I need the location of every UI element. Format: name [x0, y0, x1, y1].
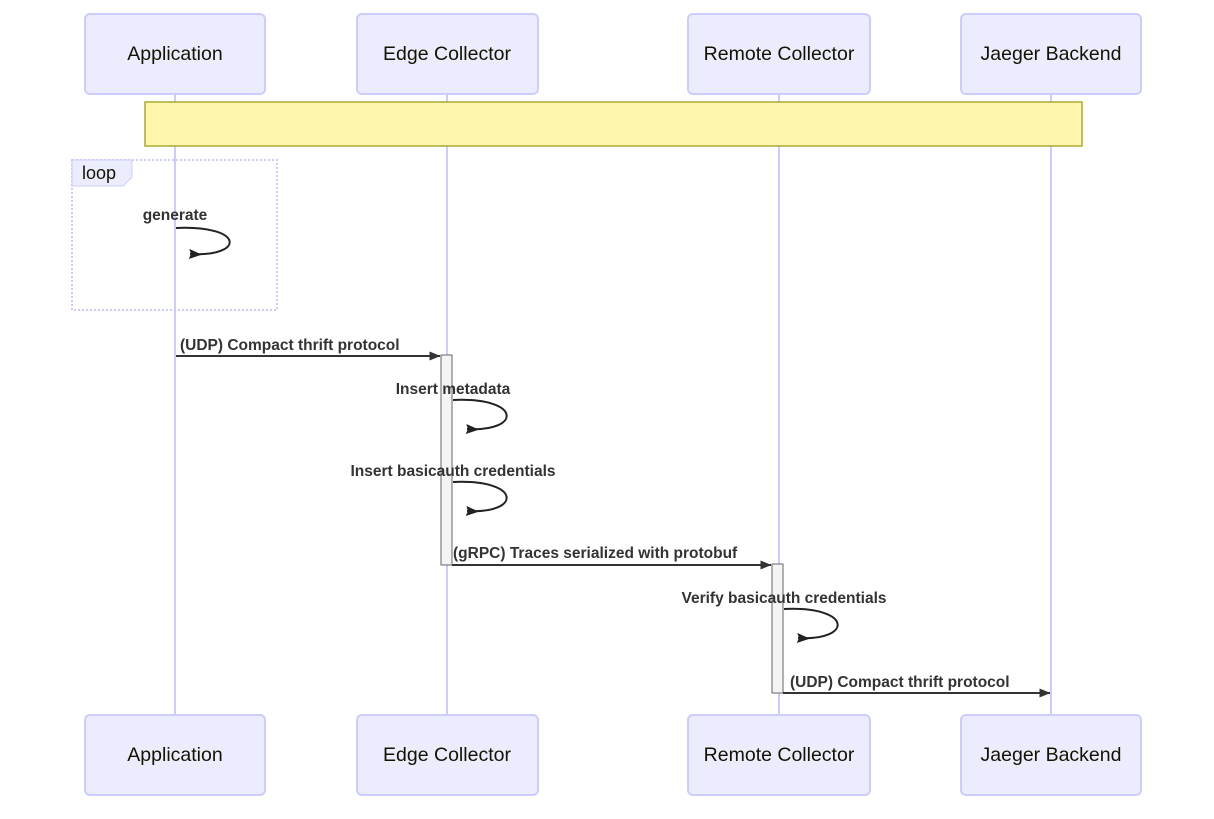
participant-box-top-jaeger-backend[interactable]: Jaeger Backend — [960, 13, 1142, 95]
msg-udp-compact-thrift-2: (UDP) Compact thrift protocol — [783, 674, 1051, 698]
participant-box-background — [687, 714, 871, 796]
messages-group: generate(UDP) Compact thrift protocolIns… — [143, 207, 1051, 698]
participant-box-top-edge-collector[interactable]: Edge Collector — [356, 13, 539, 95]
participant-box-top-remote-collector[interactable]: Remote Collector — [687, 13, 871, 95]
participant-box-background — [84, 13, 266, 95]
msg-generate: generate — [143, 207, 231, 259]
note-box — [144, 101, 1083, 147]
participant-box-background — [687, 13, 871, 95]
participant-label: Application — [127, 744, 222, 766]
participant-box-top-application[interactable]: Application — [84, 13, 266, 95]
participant-box-background — [960, 13, 1142, 95]
self-message-loop-arc — [783, 607, 839, 643]
participant-box-bottom-jaeger-backend[interactable]: Jaeger Backend — [960, 714, 1142, 796]
participant-label: Edge Collector — [383, 43, 511, 65]
loop-fragments-group: loop — [71, 159, 278, 311]
note-group — [144, 101, 1083, 147]
participant-box-background — [356, 714, 539, 796]
participant-box-bottom-edge-collector[interactable]: Edge Collector — [356, 714, 539, 796]
message-label: generate — [143, 207, 208, 224]
participant-label: Jaeger Backend — [981, 744, 1122, 766]
message-label: Insert basicauth credentials — [350, 463, 555, 480]
msg-insert-basicauth: Insert basicauth credentials — [350, 463, 556, 516]
msg-verify-basicauth: Verify basicauth credentials — [681, 590, 887, 643]
message-label: (gRPC) Traces serialized with protobuf — [453, 545, 738, 562]
participant-box-bottom-application[interactable]: Application — [84, 714, 266, 796]
remote-collector-activation — [771, 563, 784, 694]
self-message-loop-arc — [452, 480, 508, 516]
msg-grpc-traces-protobuf: (gRPC) Traces serialized with protobuf — [452, 545, 772, 570]
lifelines-group — [174, 94, 1052, 715]
participant-label: Application — [127, 43, 222, 65]
message-label: Verify basicauth credentials — [681, 590, 886, 607]
self-message-loop-arc — [452, 398, 508, 434]
loop-tag-label: loop — [82, 163, 116, 183]
message-label: Insert metadata — [396, 381, 511, 398]
self-message-loop-arc — [175, 226, 231, 259]
participant-box-background — [84, 714, 266, 796]
msg-insert-metadata: Insert metadata — [396, 381, 511, 434]
edge-collector-activation — [440, 354, 453, 566]
msg-udp-compact-thrift-1: (UDP) Compact thrift protocol — [176, 337, 441, 361]
participant-box-background — [356, 13, 539, 95]
message-label: (UDP) Compact thrift protocol — [180, 337, 400, 354]
activation-bars-group — [440, 354, 784, 694]
participant-label: Edge Collector — [383, 744, 511, 766]
participant-label: Remote Collector — [704, 744, 855, 766]
participant-label: Remote Collector — [704, 43, 855, 65]
message-label: (UDP) Compact thrift protocol — [790, 674, 1010, 691]
loop-tag-background — [71, 159, 133, 187]
participant-box-bottom-remote-collector[interactable]: Remote Collector — [687, 714, 871, 796]
participant-label: Jaeger Backend — [981, 43, 1122, 65]
loop-fragment-border — [71, 159, 278, 311]
participant-box-background — [960, 714, 1142, 796]
